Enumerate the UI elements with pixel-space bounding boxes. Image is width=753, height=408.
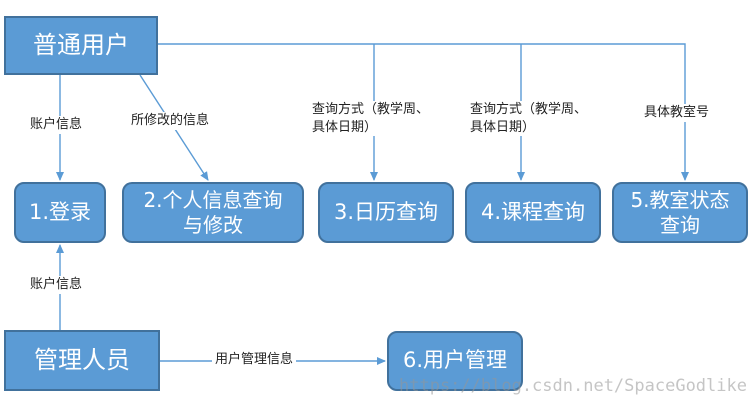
edge-label-user-calendar: 查询方式（教学周、 具体日期） (309, 101, 433, 137)
node-regular-user-label: 普通用户 (33, 30, 129, 59)
edge-label-user-login: 账户信息 (27, 116, 86, 134)
node-classroom: 5.教室状态 查询 (612, 182, 748, 243)
node-classroom-label-2: 查询 (660, 212, 700, 237)
edge-label-user-course-2: 具体日期） (470, 119, 536, 135)
edge-label-user-course: 查询方式（教学周、 具体日期） (467, 101, 591, 137)
node-profile: 2.个人信息查询 与修改 (122, 182, 304, 243)
edge-label-admin-login: 账户信息 (27, 276, 86, 294)
watermark-text: https://blog.csdn.net/SpaceGodlike (399, 376, 747, 396)
edge-label-user-profile: 所修改的信息 (128, 112, 213, 130)
node-regular-user: 普通用户 (4, 16, 158, 75)
node-login-label: 1.登录 (28, 199, 92, 224)
node-admin: 管理人员 (4, 330, 160, 391)
node-classroom-label-1: 5.教室状态 (630, 188, 730, 213)
node-admin-label: 管理人员 (34, 345, 130, 374)
edge-top-bus (158, 43, 686, 58)
node-calendar: 3.日历查询 (318, 182, 454, 243)
edge-label-user-course-1: 查询方式（教学周、 (470, 102, 588, 117)
edge-label-user-calendar-2: 具体日期） (312, 119, 378, 135)
edge-label-user-calendar-1: 查询方式（教学周、 (312, 102, 430, 117)
node-course-label: 4.课程查询 (480, 199, 586, 224)
node-profile-label-1: 2.个人信息查询 (143, 188, 283, 213)
node-calendar-label: 3.日历查询 (333, 199, 439, 224)
edge-label-user-classroom: 具体教室号 (641, 104, 713, 122)
edge-label-admin-usermgmt: 用户管理信息 (212, 351, 297, 369)
node-login: 1.登录 (14, 182, 106, 243)
node-user-mgmt: 6.用户管理 (387, 331, 523, 391)
node-course: 4.课程查询 (465, 182, 601, 243)
node-user-mgmt-label: 6.用户管理 (402, 348, 508, 373)
node-profile-label-2: 与修改 (183, 212, 243, 237)
